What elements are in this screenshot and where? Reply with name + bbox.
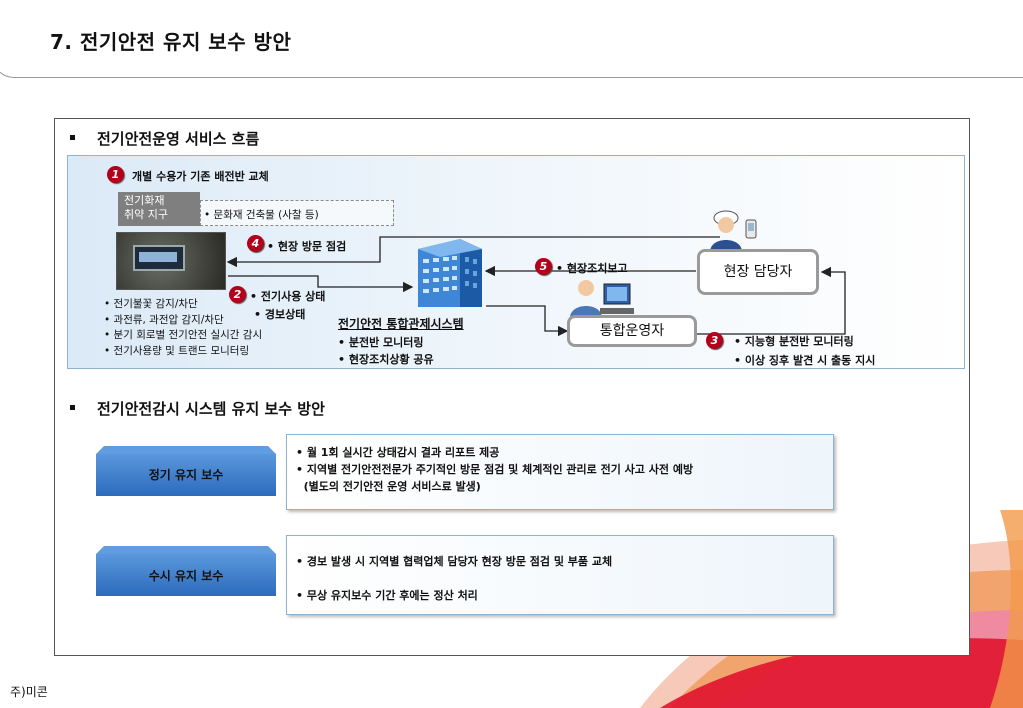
zone-desc-box: [200, 200, 394, 226]
regular-maintenance-desc-box: [286, 434, 834, 510]
control-center-building-icon: [418, 239, 482, 307]
feature-item: • 분기 회로별 전기안전 실시간 감시: [104, 329, 263, 341]
ad-hoc-maintenance-tab-shape: [96, 546, 276, 596]
section-heading-text: 전기안전감시 시스템 유지 보수 방안: [97, 400, 325, 418]
system-title: 전기안전 통합관제시스템: [338, 317, 464, 331]
feature-item: • 전기사용량 및 트랜드 모니터링: [104, 344, 250, 357]
zone-label: 전기화재 취약 지구: [118, 192, 200, 226]
regular-maintenance-line: • 지역별 전기안전전문가 주기적인 방문 점검 및 체계적인 관리로 전기 사…: [296, 463, 694, 476]
zone-label-line1: 전기화재: [124, 194, 165, 207]
system-item: • 현장조치상황 공유: [338, 353, 434, 366]
section-heading-service-flow: 전기안전운영 서비스 흐름: [70, 128, 259, 149]
step-4-label: • 현장 방문 점검: [267, 240, 347, 253]
ad-hoc-maintenance-label: 수시 유지 보수: [148, 569, 224, 583]
zone-label-line2: 취약 지구: [124, 208, 168, 221]
header-frame: [0, 0, 1023, 78]
step-1-badge: 1: [107, 166, 124, 183]
panel-screen-icon: [133, 245, 185, 271]
step-3-badge: 3: [706, 332, 723, 349]
ad-hoc-maintenance-line: • 경보 발생 시 지역별 협력업체 담당자 현장 방문 점검 및 부품 교체: [296, 555, 613, 568]
page-title: 7. 전기안전 유지 보수 방안: [50, 30, 292, 54]
regular-maintenance-tab-shape: [96, 446, 276, 496]
feature-list: • 전기불꽃 감지/차단 • 과전류, 과전압 감지/차단 • 분기 회로별 전…: [104, 297, 262, 359]
bullet-square: [70, 135, 75, 140]
bullet-square: [70, 405, 75, 410]
zone-desc: • 문화재 건축물 (사찰 등): [204, 209, 319, 221]
step-5-label: • 현장조치보고: [556, 262, 628, 275]
ad-hoc-maintenance-line: • 무상 유지보수 기간 후에는 정산 처리: [296, 589, 478, 602]
field-staff-icon: [710, 210, 757, 252]
distribution-panel-photo: [116, 232, 226, 290]
step-4-badge: 4: [247, 235, 264, 252]
section-heading-maintenance: 전기안전감시 시스템 유지 보수 방안: [70, 398, 325, 419]
regular-maintenance-line: (별도의 전기안전 운영 서비스료 발생): [296, 480, 481, 493]
company-name: 주)미콘: [10, 685, 48, 699]
step-3-item: • 이상 징후 발견 시 출동 지시: [734, 354, 876, 367]
step-5-badge: 5: [535, 258, 552, 275]
operator-box: 통합운영자: [567, 315, 697, 347]
regular-maintenance-label: 정기 유지 보수: [148, 468, 224, 482]
operator-icon: [570, 280, 634, 318]
feature-item: • 전기불꽃 감지/차단: [104, 298, 198, 310]
step-3-item: • 지능형 분전반 모니터링: [734, 335, 854, 348]
step-2-label: • 전기사용 상태: [250, 290, 326, 303]
ad-hoc-maintenance-desc-box: [286, 535, 834, 615]
feature-item: • 과전류, 과전압 감지/차단: [104, 313, 224, 326]
step-2-badge: 2: [229, 286, 246, 303]
field-staff-box: 현장 담당자: [697, 249, 819, 295]
step-2-label-2: • 경보상태: [254, 308, 306, 321]
step-1-label: 개별 수용가 기존 배전반 교체: [132, 170, 269, 183]
regular-maintenance-line: • 월 1회 실시간 상태감시 결과 리포트 제공: [296, 446, 500, 459]
system-item: • 분전반 모니터링: [338, 336, 424, 349]
section-heading-text: 전기안전운영 서비스 흐름: [97, 130, 260, 148]
